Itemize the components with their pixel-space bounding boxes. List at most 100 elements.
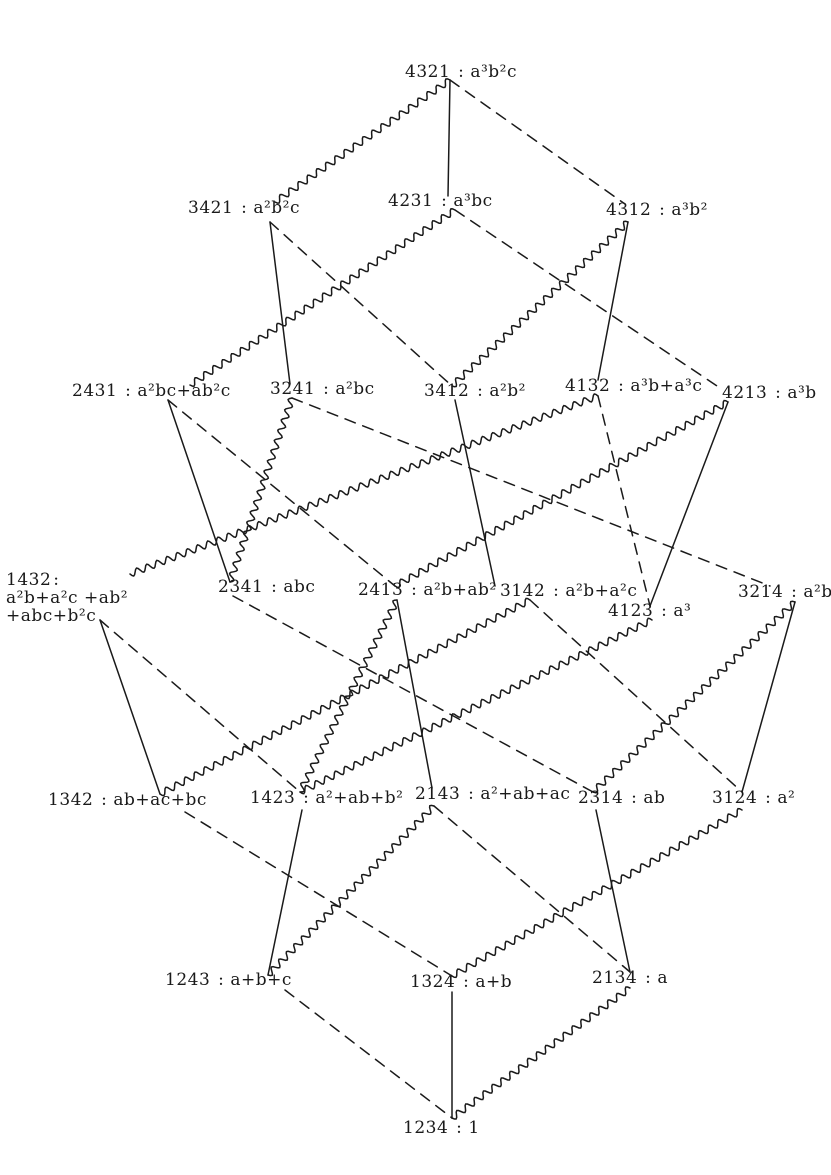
node-permutation: 3142 (500, 581, 546, 601)
node-1243: 1243 : a+b+c (165, 970, 292, 990)
node-separator: : (462, 784, 481, 804)
node-1432: 1432:a²b+a²c +ab² +abc+b²c (6, 570, 129, 626)
node-4132: 4132 : a³b+a³c (565, 376, 703, 396)
node-permutation: 1432 (6, 570, 52, 590)
node-permutation: 4213 (722, 383, 768, 403)
node-2431: 2431 : a²bc+ab²c (72, 381, 231, 401)
node-3142: 3142 : a²b+a²c (500, 581, 638, 601)
edge-wavy-2143-1243 (267, 804, 435, 977)
node-permutation: 1243 (165, 970, 211, 990)
node-polynomial: a²b+a²c +ab² +abc+b²c (6, 587, 129, 626)
node-2314: 2314 : ab (578, 788, 665, 808)
node-separator: : (452, 62, 471, 82)
node-separator: : (785, 582, 804, 602)
edge-wavy-2413-1423 (299, 599, 398, 793)
node-4321: 4321 : a³b²c (405, 62, 517, 82)
edge-wavy-3124-1324 (451, 807, 743, 979)
node-separator: : (95, 790, 114, 810)
node-3124: 3124 : a² (712, 788, 796, 808)
edge-wavy-4312-3412 (451, 220, 629, 388)
node-permutation: 1423 (250, 788, 296, 808)
node-2341: 2341 : abc (218, 577, 316, 597)
node-separator: : (471, 381, 490, 401)
node-separator: : (405, 580, 424, 600)
node-permutation: 2413 (358, 580, 404, 600)
node-polynomial: a³b²c (470, 62, 517, 82)
node-polynomial: a²bc (335, 379, 375, 399)
node-1342: 1342 : ab+ac+bc (48, 790, 207, 810)
node-separator: : (235, 198, 254, 218)
node-polynomial: a³b² (671, 200, 708, 220)
node-2143: 2143 : a²+ab+ac (415, 784, 570, 804)
node-polynomial: a+b (475, 972, 513, 992)
edge-wavy-3214-2314 (592, 600, 796, 794)
node-separator: : (653, 200, 672, 220)
node-permutation: 2134 (592, 968, 638, 988)
node-1234: 1234 : 1 (403, 1118, 480, 1138)
node-4231: 4231 : a³bc (388, 191, 493, 211)
node-polynomial: a² (777, 788, 796, 808)
node-permutation: 2431 (72, 381, 118, 401)
node-1324: 1324 : a+b (410, 972, 513, 992)
node-polynomial: a²b (803, 582, 831, 602)
node-permutation: 2314 (578, 788, 624, 808)
node-3412: 3412 : a²b² (424, 381, 526, 401)
node-separator: : (457, 972, 476, 992)
node-separator: : (53, 570, 60, 590)
node-2134: 2134 : a (592, 968, 668, 988)
node-polynomial: a³b+a³c (630, 376, 703, 396)
node-permutation: 2341 (218, 577, 264, 597)
node-polynomial: a²bc+ab²c (137, 381, 231, 401)
node-polynomial: a²+ab+b² (315, 788, 404, 808)
edge-solid-4213-4123 (649, 401, 729, 607)
node-permutation: 3241 (270, 379, 316, 399)
edge-dashed-4231-4213 (454, 209, 721, 389)
node-separator: : (265, 577, 284, 597)
edge-dashed-2143-2134 (433, 805, 631, 973)
node-permutation: 1324 (410, 972, 456, 992)
node-polynomial: a²b² (489, 381, 526, 401)
node-separator: : (450, 1118, 469, 1138)
node-permutation: 4312 (606, 200, 652, 220)
edge-solid-2314-2134 (595, 809, 631, 973)
edge-wavy-2134-1234 (451, 986, 631, 1120)
node-permutation: 4132 (565, 376, 611, 396)
node-separator: : (119, 381, 138, 401)
node-permutation: 1342 (48, 790, 94, 810)
edge-wavy-4231-2431 (189, 208, 456, 387)
edge-dashed-4321-4312 (449, 79, 626, 205)
node-separator: : (317, 379, 336, 399)
node-separator: : (435, 191, 454, 211)
node-polynomial: a²b²c (253, 198, 300, 218)
edge-solid-3421-3241 (269, 221, 291, 385)
node-separator: : (612, 376, 631, 396)
edge-solid-3214-3124 (741, 601, 796, 793)
node-separator: : (625, 788, 644, 808)
edge-wavy-3241-2341 (228, 397, 294, 583)
edge-dashed-2341-2314 (232, 595, 594, 793)
edge-wavy-4132-1432 (129, 393, 599, 577)
node-polynomial: a²b+ab² (423, 580, 497, 600)
node-separator: : (639, 968, 658, 988)
edge-dashed-1342-1324 (184, 811, 453, 977)
edge-solid-2431-2341 (167, 399, 231, 583)
node-separator: : (769, 383, 788, 403)
node-separator: : (655, 601, 674, 621)
edge-dashed-3142-3124 (529, 599, 743, 793)
node-permutation: 4231 (388, 191, 434, 211)
node-polynomial: a (657, 968, 668, 988)
edge-solid-2413-2143 (396, 599, 433, 789)
node-polynomial: ab+ac+bc (113, 790, 207, 810)
edge-dashed-2431-2413 (167, 399, 396, 587)
node-permutation: 3124 (712, 788, 758, 808)
node-polynomial: a²b+a²c (565, 581, 638, 601)
edge-wavy-4321-3421 (274, 78, 451, 204)
edge-solid-4312-4132 (597, 221, 629, 381)
node-polynomial: 1 (468, 1118, 480, 1138)
node-polynomial: abc (283, 577, 316, 597)
node-3241: 3241 : a²bc (270, 379, 375, 399)
node-1423: 1423 : a²+ab+b² (250, 788, 404, 808)
edge-wavy-4123-1423 (299, 617, 653, 795)
